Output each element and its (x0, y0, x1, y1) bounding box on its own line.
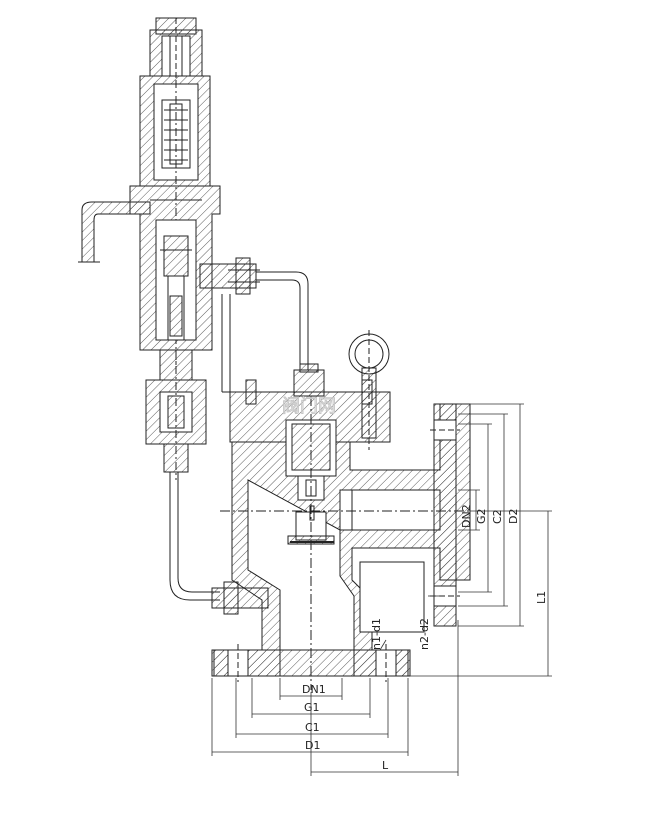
label-dn1: DN1 (302, 683, 326, 696)
label-d1: D1 (305, 739, 320, 752)
label-d2: D2 (507, 509, 520, 524)
label-c2: C2 (491, 509, 504, 524)
dimension-labels: DN1 G1 C1 D1 L DN2 G2 C2 D2 L1 n1-d1 n2-… (302, 504, 548, 772)
connector-pipe (221, 294, 246, 393)
label-n1-d1: n1-d1 (370, 618, 383, 650)
main-valve-body (213, 379, 471, 690)
label-g2: G2 (475, 508, 488, 524)
dimension-lines (211, 403, 552, 776)
label-dn2: DN2 (460, 504, 473, 528)
pilot-lower-assembly (145, 349, 207, 480)
outlet-flange (430, 403, 460, 627)
watermark: 阀门网 (282, 396, 336, 417)
bonnet (129, 185, 221, 351)
label-g1: G1 (304, 701, 320, 714)
label-l1: L1 (535, 591, 548, 604)
spring-housing (139, 75, 211, 370)
label-c1: C1 (305, 721, 320, 734)
label-l: L (382, 759, 389, 772)
lifting-eyebolt (348, 330, 390, 450)
label-n2-d2: n2-d2 (418, 618, 431, 650)
pilot-tube-upper (256, 271, 309, 370)
top-fitting (293, 363, 325, 397)
pilot-fitting (199, 257, 260, 295)
inlet-flange (211, 644, 409, 682)
valve-cap (149, 17, 203, 80)
